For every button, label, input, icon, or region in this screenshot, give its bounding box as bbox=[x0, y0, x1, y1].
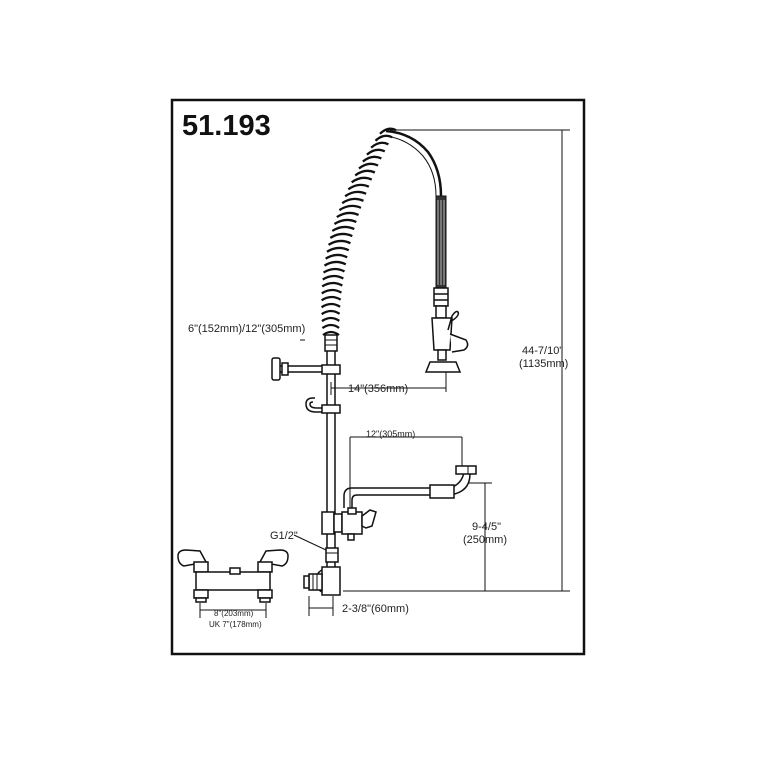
arm-reach-label: 14"(356mm) bbox=[348, 383, 408, 395]
coil-turn bbox=[322, 267, 346, 274]
wall-offset-label: 2-3/8"(60mm) bbox=[342, 603, 409, 615]
spray-hose bbox=[385, 129, 447, 289]
lower-valve-assembly bbox=[321, 507, 377, 541]
base-center-label: 8"(203mm) bbox=[214, 609, 254, 618]
coil-turn bbox=[358, 162, 379, 170]
coil-turn bbox=[362, 155, 382, 163]
spout-height-mm-label: (250mm) bbox=[463, 534, 507, 546]
coil-turn bbox=[329, 232, 353, 239]
spout-height-inch-label: 9-4/5" bbox=[472, 521, 501, 533]
coil-turn bbox=[320, 302, 341, 309]
coil-turn bbox=[350, 176, 373, 184]
coil-turn bbox=[338, 204, 362, 212]
coil-turn bbox=[341, 197, 364, 205]
wall-bracket bbox=[271, 357, 322, 381]
coil-turn bbox=[370, 141, 389, 149]
coil-turn bbox=[320, 295, 342, 302]
add-on-spout bbox=[343, 465, 477, 508]
coil-turn bbox=[331, 225, 355, 232]
base-center-uk-label: UK 7"(178mm) bbox=[209, 620, 262, 629]
spray-hook bbox=[305, 397, 341, 414]
dimension-lines bbox=[199, 129, 570, 618]
coil-turn bbox=[321, 323, 340, 330]
coil-turn bbox=[322, 330, 340, 336]
diagram-frame bbox=[170, 98, 586, 656]
coil-turn bbox=[321, 316, 340, 323]
total-height-mm-label: (1135mm) bbox=[519, 358, 568, 370]
coil-turn bbox=[347, 183, 370, 191]
coil-turn bbox=[354, 169, 376, 177]
riser-extension-label: 6"(152mm)/12"(305mm) bbox=[188, 323, 305, 335]
inlet-thread-label: G1/2" bbox=[270, 530, 298, 542]
model-number: 51.193 bbox=[182, 110, 271, 142]
coil-turn bbox=[321, 281, 343, 288]
spray-head bbox=[424, 287, 469, 373]
wall-mount-base-faucet bbox=[177, 549, 289, 603]
coil-turn bbox=[336, 211, 360, 219]
pre-rinse-unit bbox=[271, 127, 477, 596]
coil-turn bbox=[323, 260, 347, 267]
coil-turn bbox=[366, 148, 386, 156]
coil-turn bbox=[326, 246, 350, 253]
coil-turn bbox=[344, 190, 367, 198]
total-height-inch-label: 44-7/10" bbox=[522, 345, 563, 357]
coil-turn bbox=[321, 309, 341, 316]
coil-turn bbox=[327, 239, 351, 246]
inlet-elbow bbox=[303, 547, 341, 596]
coil-turn bbox=[322, 274, 344, 281]
coil-turn bbox=[333, 218, 357, 225]
coil-turn bbox=[321, 288, 343, 295]
coil-turn bbox=[325, 253, 348, 260]
spout-length-label: 12"(305mm) bbox=[366, 429, 415, 439]
coil-spring bbox=[320, 127, 397, 336]
